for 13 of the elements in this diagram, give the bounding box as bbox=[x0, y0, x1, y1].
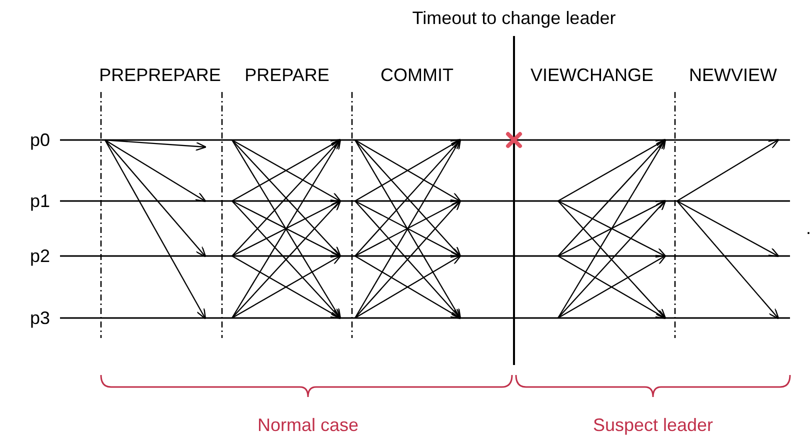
process-label: p1 bbox=[30, 192, 50, 210]
bracket-label: Normal case bbox=[257, 416, 359, 434]
phase-label: VIEWCHANGE bbox=[530, 66, 654, 84]
phase-label: PREPREPARE bbox=[99, 66, 221, 84]
process-label: p3 bbox=[30, 309, 50, 327]
dot-mark: . bbox=[806, 219, 812, 237]
phase-label: NEWVIEW bbox=[689, 66, 777, 84]
bracket-label: Suspect leader bbox=[592, 416, 714, 434]
process-label: p0 bbox=[30, 131, 50, 149]
phase-label: PREPARE bbox=[244, 66, 330, 84]
heading-label: Timeout to change leader bbox=[412, 9, 616, 27]
process-label: p2 bbox=[30, 247, 50, 265]
phase-label: COMMIT bbox=[380, 66, 454, 84]
